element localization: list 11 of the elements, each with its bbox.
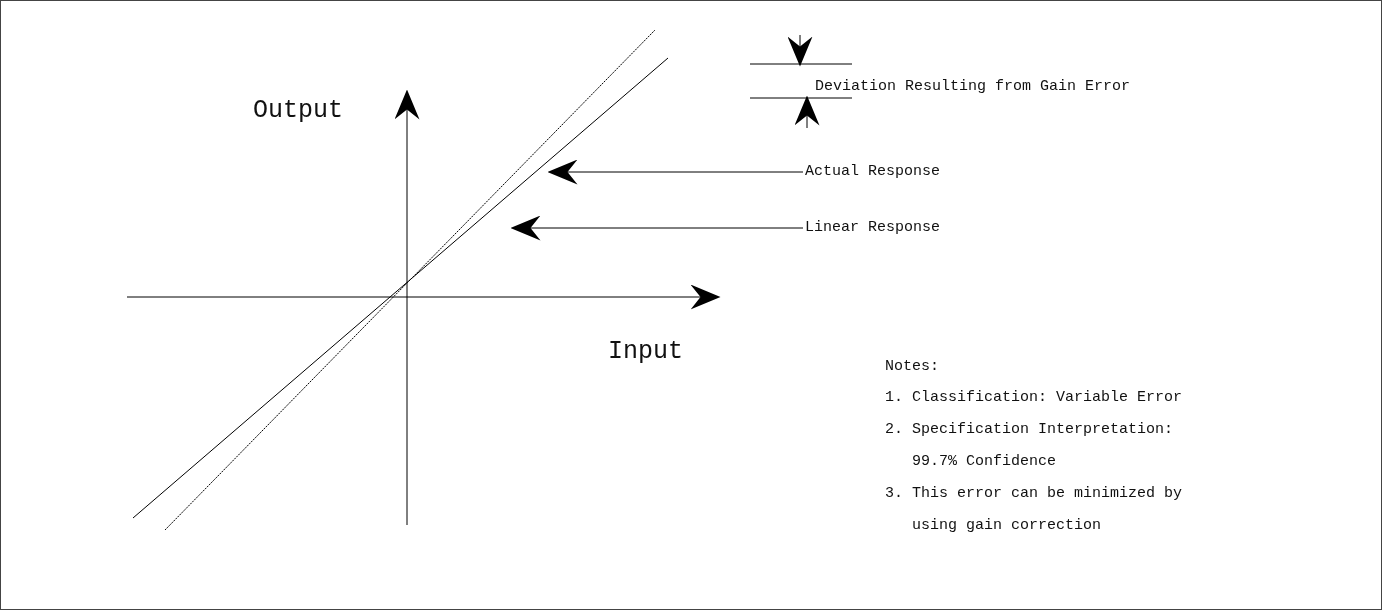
- axis-label: Output: [253, 96, 343, 126]
- callout-text: Linear Response: [805, 218, 941, 238]
- callout-text: Actual Response: [805, 162, 941, 182]
- note-text: 1. Classification: Variable Error: [885, 388, 1184, 408]
- notes-heading: Notes:: [885, 357, 939, 377]
- leader-arrow: [547, 159, 804, 185]
- note-text: 2. Specification Interpretation: 99.7% Confidence: [885, 420, 1175, 472]
- leader-arrow: [510, 215, 804, 241]
- note-text: 3. This error can be minimized by using gain correction: [885, 484, 1184, 536]
- dimension-label: Deviation Resulting from Gain Error: [815, 77, 1131, 97]
- axis-label: Input: [608, 337, 683, 367]
